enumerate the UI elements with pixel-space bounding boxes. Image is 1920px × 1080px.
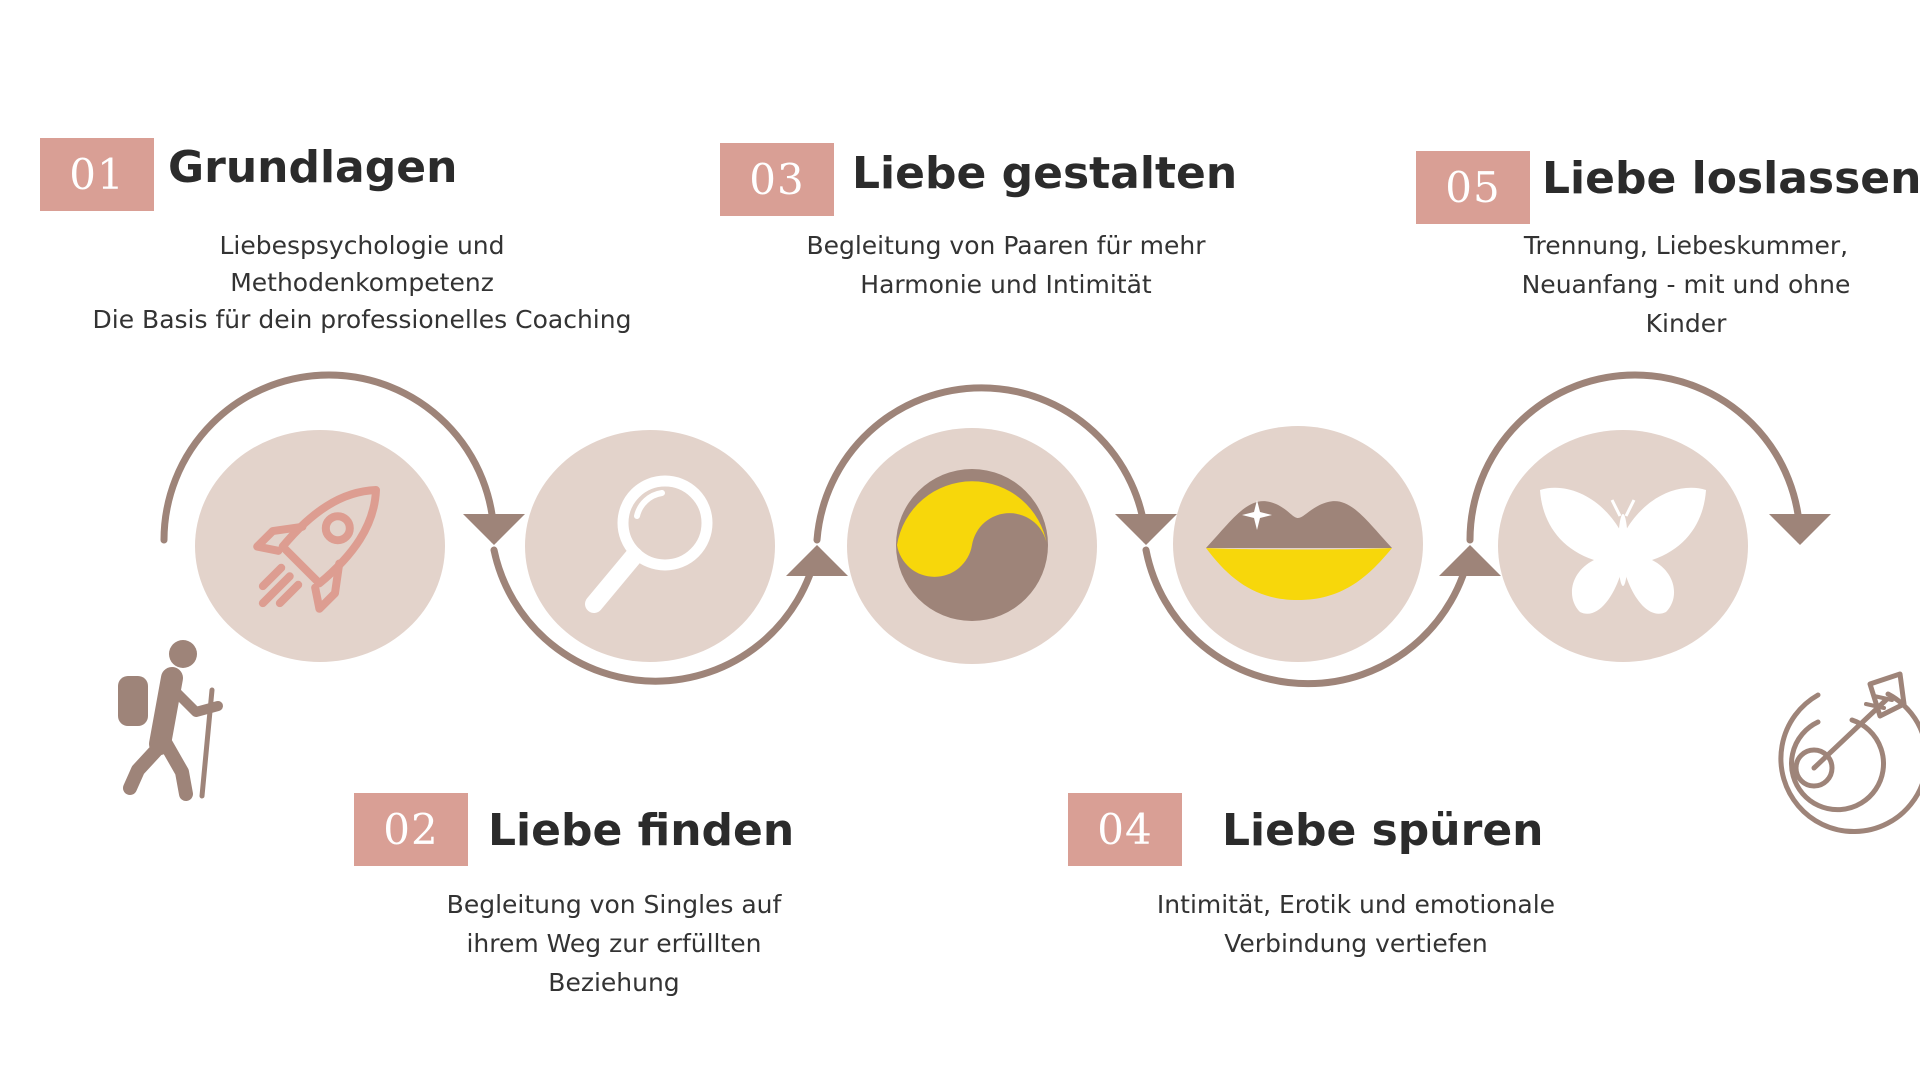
arrow-down-2 [1115, 514, 1177, 545]
rocket-icon [253, 486, 380, 613]
step-title-01: Grundlagen [168, 142, 458, 193]
step-description-04: Intimität, Erotik und emotionale Verbind… [1156, 890, 1556, 958]
butterfly-icon [1540, 487, 1706, 614]
lips-icon [1206, 500, 1392, 600]
arrow-up-2 [1439, 545, 1501, 576]
arrow-down-1 [463, 514, 525, 545]
step-number-badge-04: 04 [1068, 793, 1182, 866]
step-description-05: Trennung, Liebeskummer, Neuanfang - mit … [1521, 231, 1851, 338]
step-circle-02 [525, 430, 775, 662]
magnifier-icon [585, 475, 713, 613]
hiker-icon [118, 640, 223, 801]
arc-down-2 [1142, 546, 1474, 688]
step-number-badge-01: 01 [40, 138, 154, 211]
step-number-badge-02: 02 [354, 793, 468, 866]
arc-up-3 [1466, 371, 1804, 544]
target-arrow-icon [1778, 671, 1920, 835]
step-title-04: Liebe spüren [1222, 805, 1544, 856]
step-title-03: Liebe gestalten [852, 148, 1238, 199]
step-description-03: Begleitung von Paaren für mehr Harmonie … [806, 231, 1206, 299]
step-number-badge-05: 05 [1416, 151, 1530, 224]
step-number-badge-03: 03 [720, 143, 834, 216]
arrow-down-3 [1769, 514, 1831, 545]
step-title-05: Liebe loslassen [1542, 153, 1920, 204]
step-circle-01 [195, 430, 445, 662]
yin-yang-icon [896, 469, 1048, 621]
arc-up-2 [813, 384, 1150, 544]
step-title-02: Liebe finden [488, 805, 795, 856]
step-description-01: Liebespsychologie und Methodenkompetenz … [92, 231, 632, 334]
arc-down-1 [490, 546, 821, 685]
arrow-up-1 [786, 545, 848, 576]
step-description-02: Begleitung von Singles auf ihrem Weg zur… [446, 890, 782, 997]
arc-up-1 [160, 371, 498, 544]
